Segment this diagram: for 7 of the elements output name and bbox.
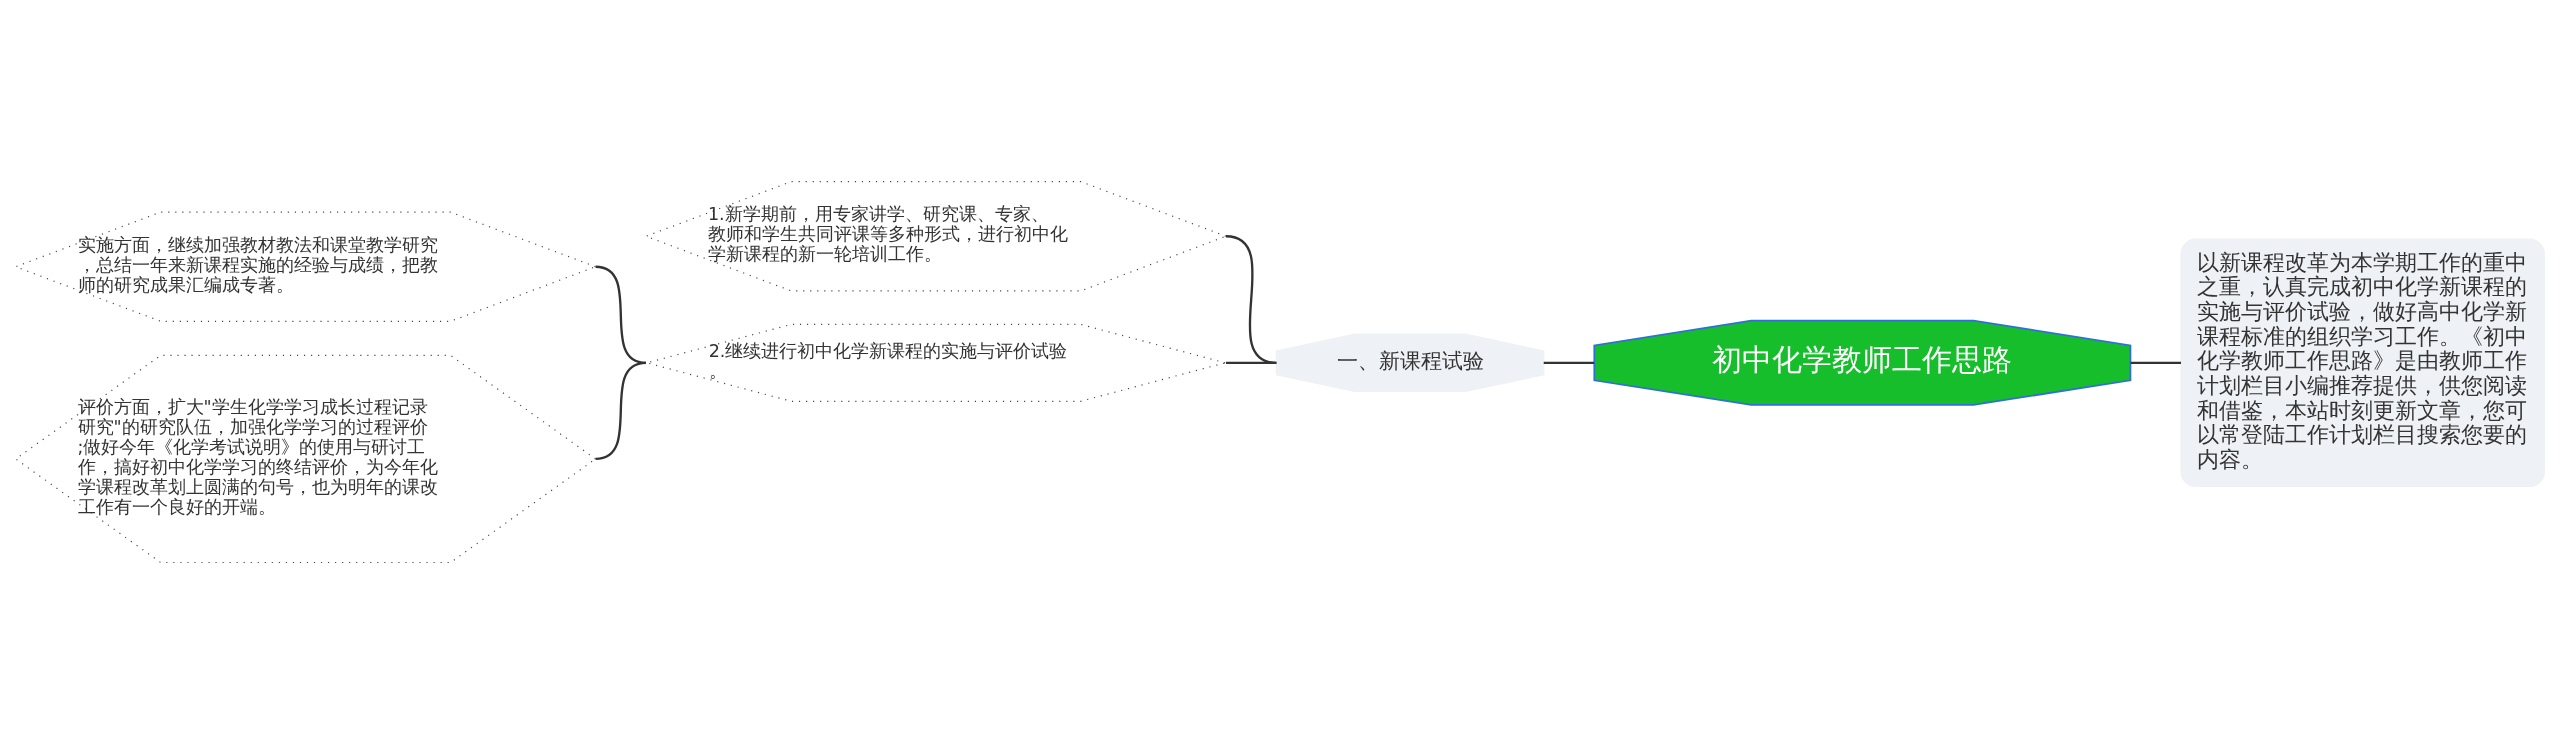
node-box: 以新课程改革为本学期工作的重中之重，认真完成初中化学新课程的实施与评价试验，做好高中化学新课程标准的组织学习工作。《初中化学教师工作思路》是由教师工作计划栏目小编推荐提供，供您阅读和借鉴，本站时刻更新文章，您可以常登陆工作计划栏目搜索您要的内容。 (2180, 238, 2545, 487)
connector (595, 265, 647, 364)
connector (595, 361, 647, 460)
connector (2130, 361, 2181, 364)
connector (1543, 361, 1595, 364)
connector (1226, 361, 1277, 364)
connector (1225, 234, 1277, 364)
